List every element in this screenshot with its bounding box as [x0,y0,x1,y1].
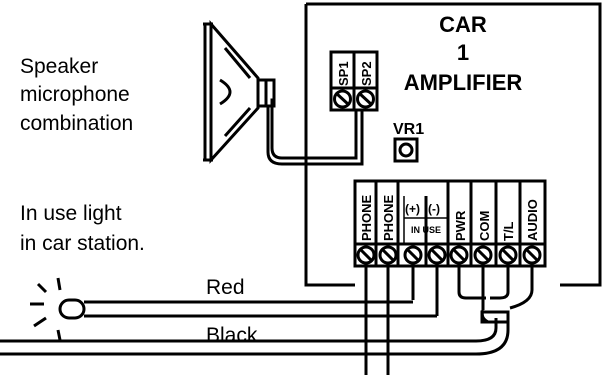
amplifier-box [304,2,602,287]
terminal-wires [364,263,534,375]
light-label-line1: In use light [20,202,122,225]
speaker-label-line3: combination [20,112,133,135]
terminal-tl-label: T/L [501,221,516,241]
terminal-com-label: COM [477,211,492,241]
terminal-in-use-plus-label: (+) [405,202,420,216]
terminal-phone1-label: PHONE [359,194,374,241]
speaker-cable [266,98,364,166]
light-label-line2: in car station. [20,232,145,255]
terminal-pwr-label: PWR [453,210,468,241]
main-terminal-strip [353,179,547,268]
vr1-potentiometer [393,137,419,163]
in-use-wires [84,300,437,318]
speaker-icon [203,19,276,164]
vr1-label: VR1 [393,121,424,138]
terminal-phone2-label: PHONE [381,194,396,241]
sp2-label: SP2 [359,61,374,86]
wire-black-label: Black [206,324,258,347]
main-cable [0,310,510,356]
terminal-audio-label: AUDIO [525,199,540,241]
wire-red-label: Red [206,276,245,299]
terminal-in-use-minus-label: (-) [428,202,440,216]
amplifier-title-line1: CAR [439,12,487,37]
in-use-light-icon [30,277,86,341]
amplifier-title-line3: AMPLIFIER [404,70,523,95]
amplifier-title-line2: 1 [457,40,469,65]
speaker-label-line2: microphone [20,83,130,106]
sp1-label: SP1 [336,61,351,86]
speaker-terminal-block [329,50,379,112]
speaker-label-line1: Speaker [20,55,98,78]
terminal-in-use-label: IN USE [411,225,441,235]
